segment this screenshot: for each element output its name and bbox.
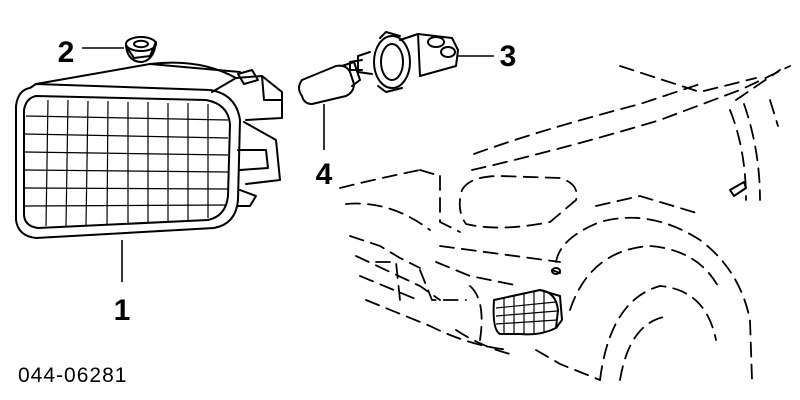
callout-2: 2 <box>58 36 75 69</box>
lamp-retaining-nut <box>125 36 157 63</box>
vehicle-front-outline <box>339 65 791 381</box>
callout-3: 3 <box>500 40 517 73</box>
turn-signal-lamp-assembly <box>15 61 283 239</box>
callout-1: 1 <box>114 294 131 327</box>
drawing-number: 044-06281 <box>18 364 127 387</box>
callout-4: 4 <box>316 158 333 191</box>
installed-lamp-detail <box>492 289 563 336</box>
lens-grid <box>24 99 229 227</box>
bulb-socket <box>349 31 459 93</box>
leader-lines <box>82 47 494 282</box>
